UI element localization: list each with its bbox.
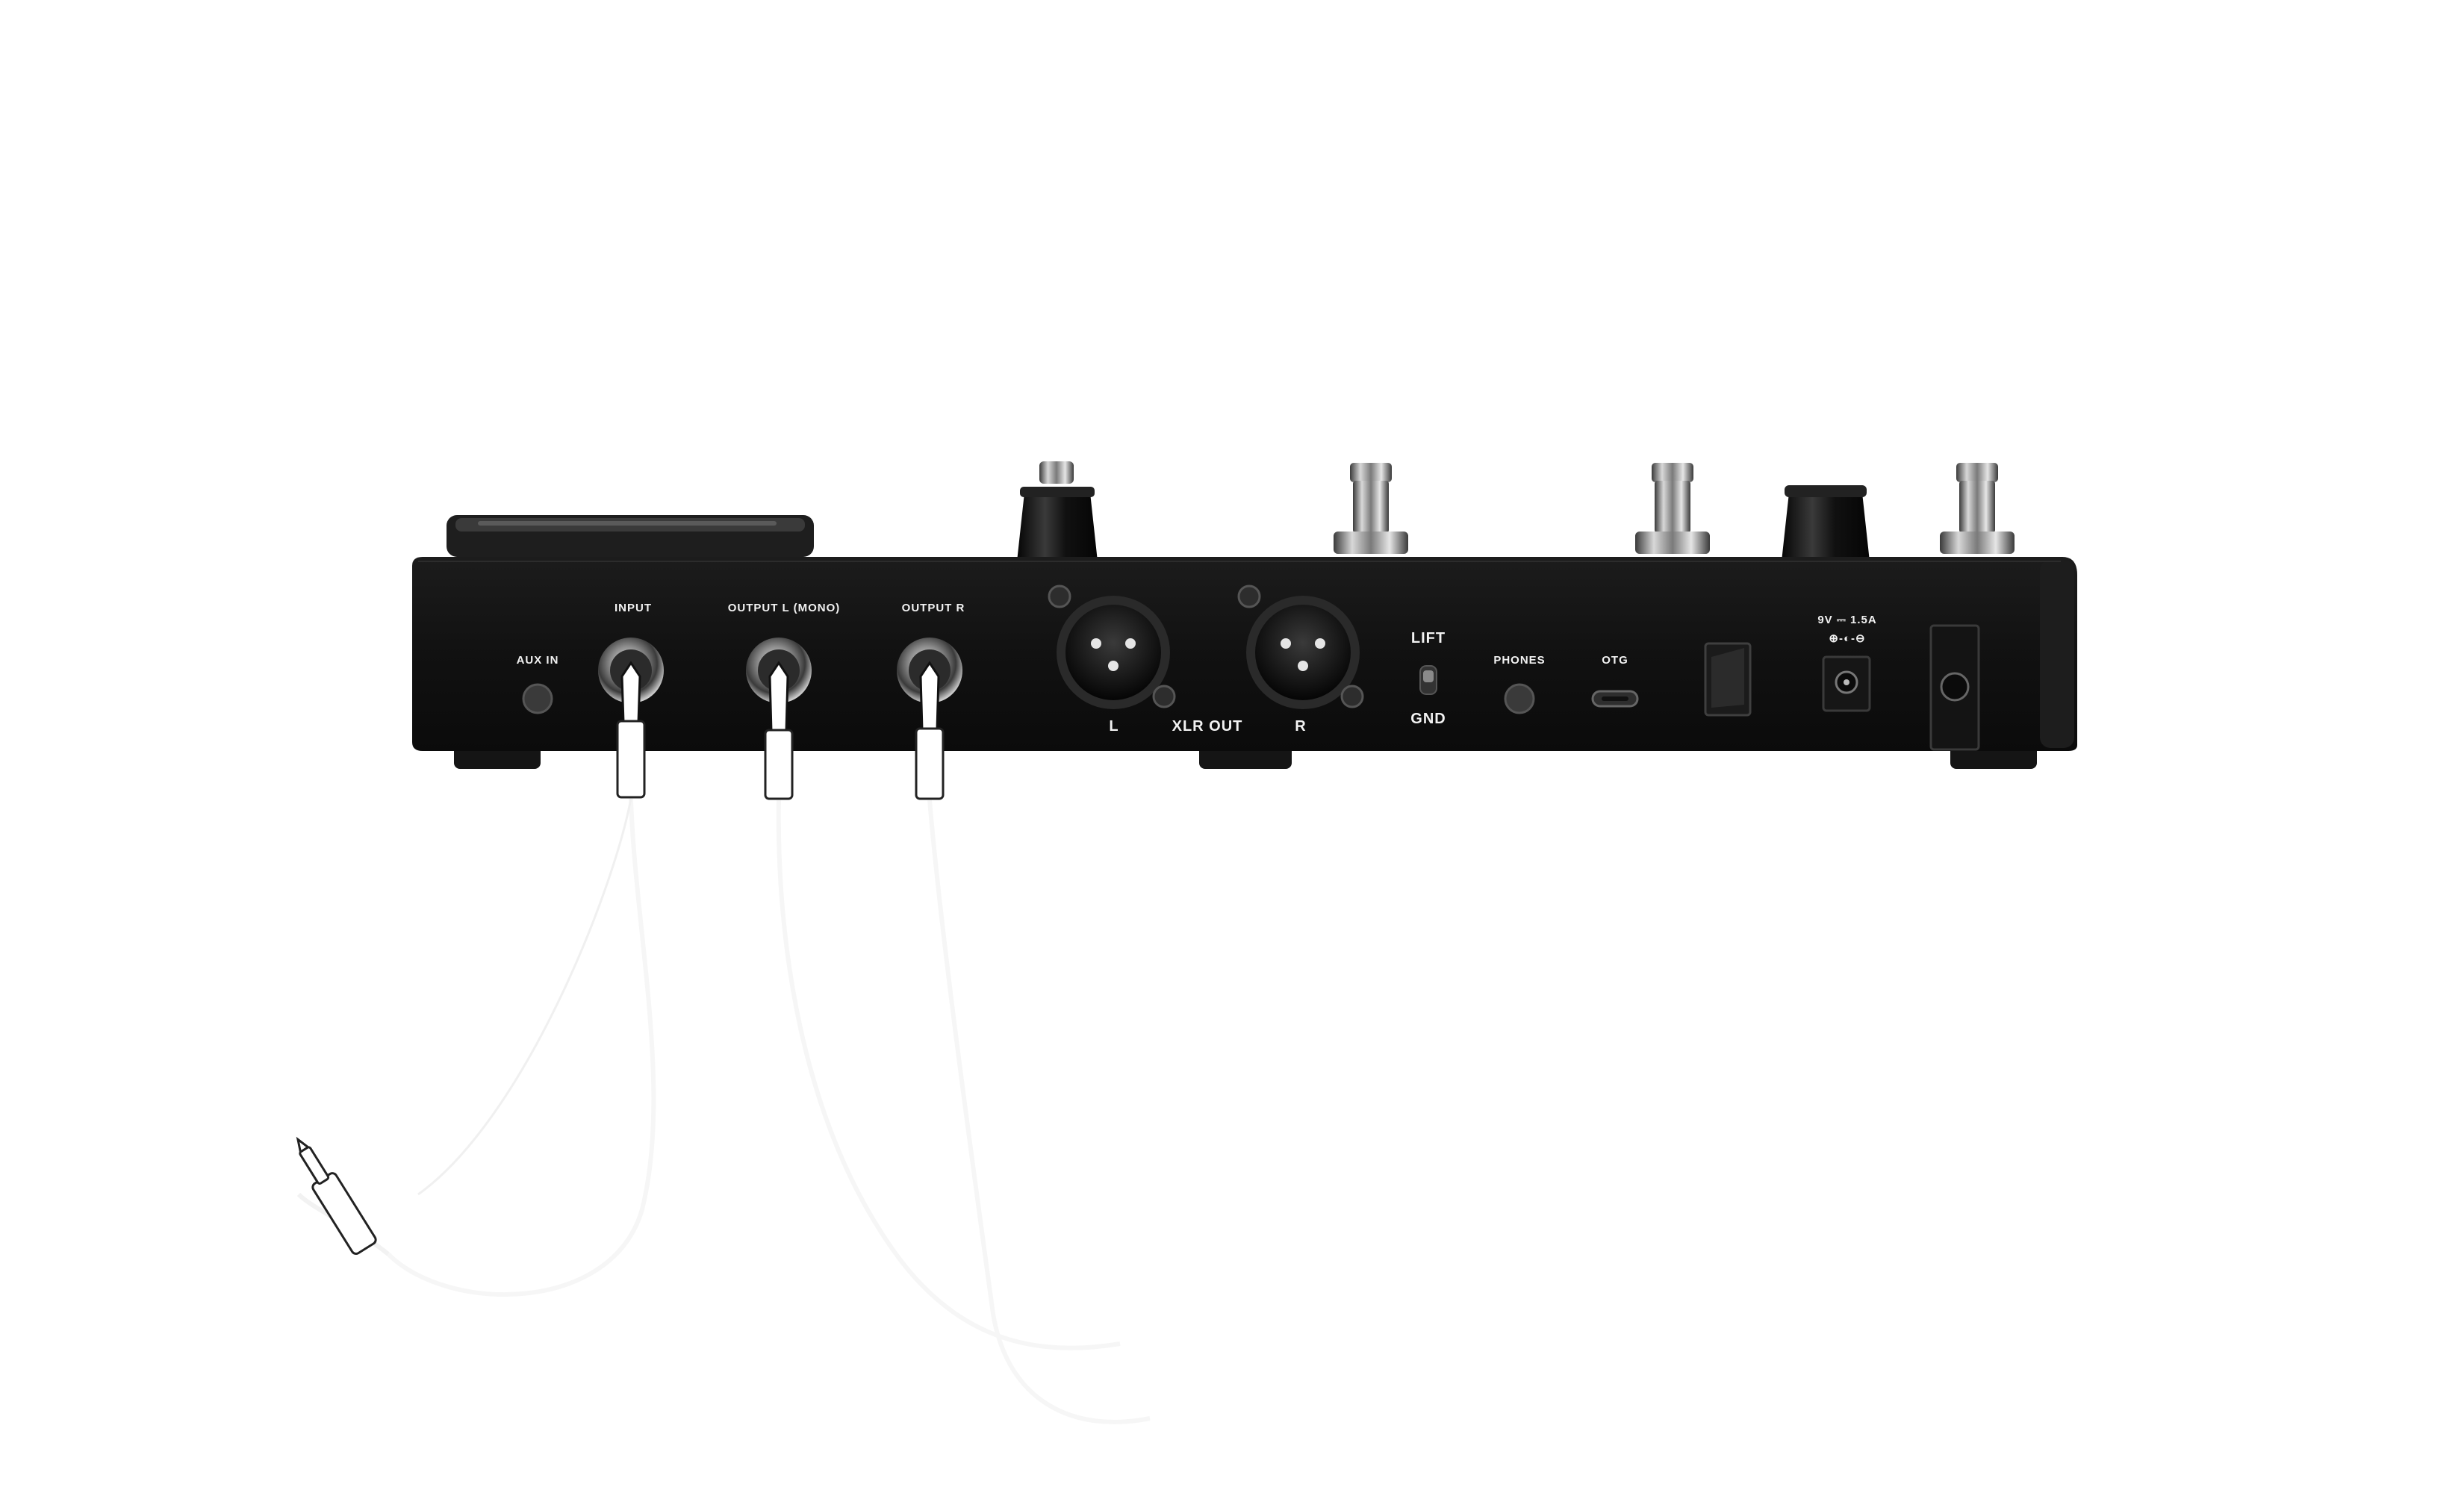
cable-plug-icon	[296, 1136, 390, 1256]
output-r-jack[interactable]	[897, 638, 1151, 1424]
input-label: INPUT	[615, 602, 652, 614]
knob-icon[interactable]	[1017, 461, 1098, 561]
knob-icon[interactable]	[1782, 485, 1870, 561]
aux-in-label: AUX IN	[516, 654, 559, 667]
display-housing	[447, 515, 814, 557]
footswitch-icon[interactable]	[1334, 463, 1408, 554]
xlr-socket-r[interactable]	[1237, 585, 1364, 709]
footswitch-icon[interactable]	[1940, 463, 2015, 554]
gnd-label: GND	[1410, 711, 1446, 727]
output-r-label: OUTPUT R	[901, 602, 965, 614]
phones-jack[interactable]	[1504, 683, 1535, 714]
output-l-jack[interactable]	[746, 638, 1121, 1350]
xlr-out-label: XLR OUT	[1172, 718, 1243, 735]
footswitch-icon[interactable]	[1635, 463, 1710, 554]
ground-lift-switch-icon[interactable]	[1419, 665, 1437, 695]
usb-c-port-icon[interactable]	[1591, 690, 1639, 708]
polarity-symbol: ⊕-◐-⊖	[1829, 632, 1866, 645]
phones-label: PHONES	[1493, 654, 1546, 667]
lift-label: LIFT	[1410, 630, 1446, 646]
aux-in-jack[interactable]	[522, 683, 553, 714]
pedal-body	[412, 557, 2077, 751]
xlr-socket-l[interactable]	[1048, 585, 1176, 709]
power-switch[interactable]	[1929, 624, 1980, 751]
power-rating-label: 9V ⎓ 1.5A	[1817, 614, 1877, 626]
xlr-l-label: L	[1109, 718, 1119, 735]
dc-power-jack-icon[interactable]	[1822, 655, 1871, 712]
xlr-r-label: R	[1295, 718, 1307, 735]
input-jack[interactable]	[386, 638, 664, 1297]
usb-b-port[interactable]	[1704, 642, 1752, 717]
output-l-label: OUTPUT L (MONO)	[727, 602, 841, 614]
otg-label: OTG	[1602, 654, 1628, 667]
